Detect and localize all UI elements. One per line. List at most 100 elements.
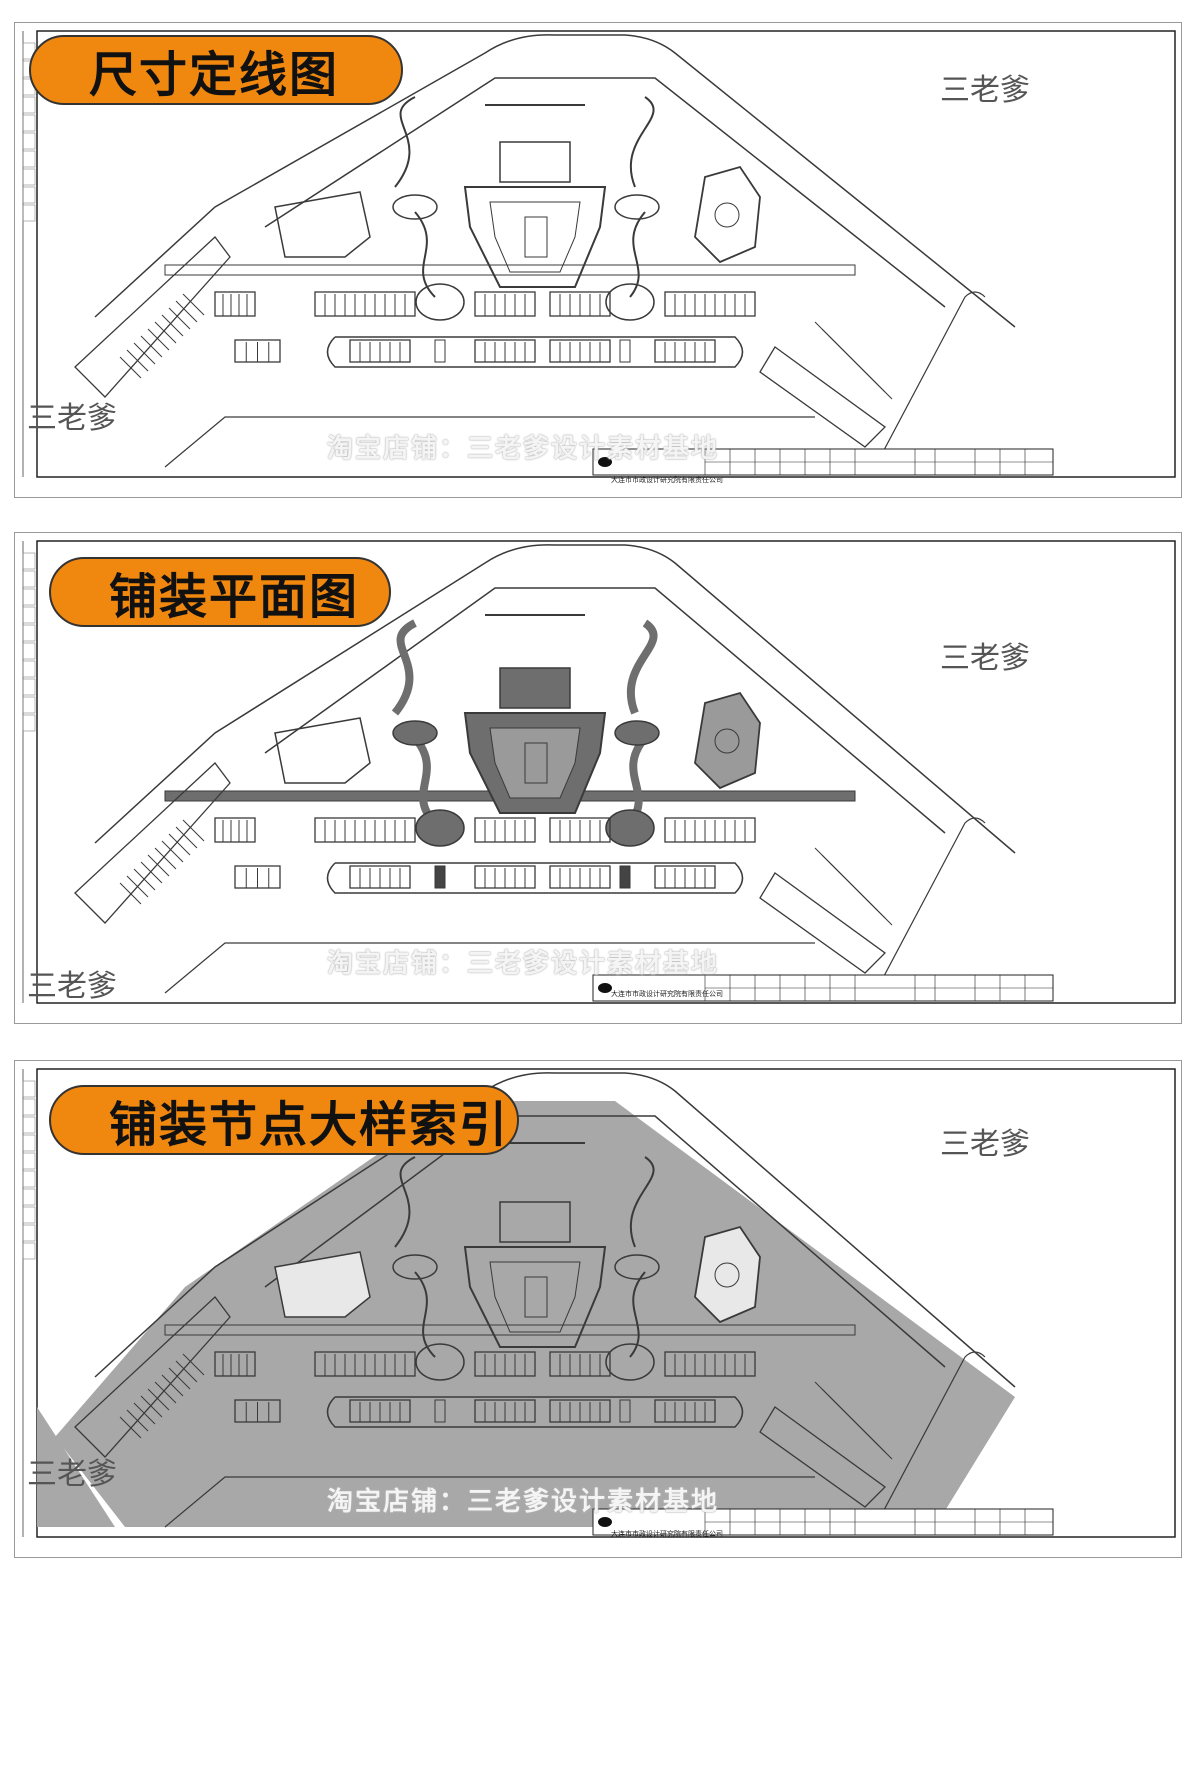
- margin-cell: [22, 1116, 36, 1134]
- diagonal-stall-right: [870, 377, 893, 400]
- drawing-sheet-1: 尺寸定线图 三老爹 三老爹 淘宝店铺：三老爹设计素材基地 大连市市政设计研究院有…: [14, 22, 1182, 498]
- margin-cell: [22, 204, 36, 222]
- diagonal-stall-right: [870, 903, 893, 926]
- margin-cell: [22, 606, 36, 624]
- central-stage: [524, 1276, 548, 1318]
- diagonal-stall-left: [147, 1388, 170, 1411]
- diagonal-stall-left: [168, 307, 191, 330]
- bottom-road-edge: [164, 942, 815, 994]
- shop-watermark: 淘宝店铺：三老爹设计素材基地: [327, 949, 720, 979]
- median-gap: [434, 339, 446, 363]
- margin-cell: [22, 1170, 36, 1188]
- margin-cell: [22, 1188, 36, 1206]
- parking-row: [664, 1351, 756, 1377]
- median-island: [326, 336, 744, 368]
- shop-watermark: 淘宝店铺：三老爹设计素材基地: [327, 434, 720, 464]
- central-plaza: [463, 186, 607, 288]
- left-path: [394, 1156, 436, 1358]
- author-watermark-bottom-left: 三老爹: [27, 1457, 117, 1492]
- diagonal-stall-left: [161, 1374, 184, 1397]
- diagonal-stall-left: [182, 293, 205, 316]
- title-block-logo: [598, 983, 612, 993]
- site-boundary-outer: [94, 34, 1016, 328]
- central-plaza-inner: [489, 201, 581, 273]
- octagon-center: [714, 1262, 740, 1288]
- right-node: [614, 720, 660, 746]
- median-gap: [619, 865, 631, 889]
- central-stage: [524, 742, 548, 784]
- shop-watermark: 淘宝店铺：三老爹设计素材基地: [327, 1487, 720, 1517]
- margin-cell: [22, 132, 36, 150]
- diagonal-stall-left: [147, 854, 170, 877]
- central-plaza-inner: [489, 727, 581, 799]
- margin-cell: [22, 588, 36, 606]
- margin-cell: [22, 570, 36, 588]
- title-block-logo: [598, 457, 612, 467]
- diagonal-stall-left: [175, 1360, 198, 1383]
- title-block-company: 大连市市政设计研究院有限责任公司: [611, 1530, 723, 1538]
- title-block-logo: [598, 1517, 612, 1527]
- margin-cell: [22, 1206, 36, 1224]
- author-watermark-top-right: 三老爹: [940, 73, 1030, 108]
- margin-cell: [22, 114, 36, 132]
- median-gap: [619, 339, 631, 363]
- margin-cell: [22, 1098, 36, 1116]
- drawing-sheet-2: 铺装平面图 三老爹 三老爹 淘宝店铺：三老爹设计素材基地 大连市市政设计研究院有…: [14, 532, 1182, 1024]
- panel-title-3: 铺装节点大样索引: [49, 1085, 519, 1155]
- margin-cell: [22, 186, 36, 204]
- promenade-band: [164, 1324, 856, 1336]
- right-parking-island: [759, 1406, 886, 1508]
- margin-cell: [22, 168, 36, 186]
- diagonal-stall-left: [154, 1381, 177, 1404]
- right-road-edge: [874, 1351, 986, 1528]
- left-parking-island: [74, 762, 231, 924]
- margin-cell: [22, 1080, 36, 1098]
- diagonal-stall-left: [154, 321, 177, 344]
- panel-title-2: 铺装平面图: [49, 557, 391, 627]
- title-block-company: 大连市市政设计研究院有限责任公司: [611, 476, 723, 484]
- margin-cell: [22, 1224, 36, 1242]
- diagonal-stall-left: [168, 1367, 191, 1390]
- parking-row: [664, 291, 756, 317]
- left-parking-island: [74, 236, 231, 398]
- left-node: [392, 720, 438, 746]
- diagonal-stall-left: [168, 833, 191, 856]
- paving-zone-fill: [55, 1101, 1015, 1527]
- right-node: [614, 194, 660, 220]
- margin-cell: [22, 642, 36, 660]
- diagonal-stall-left: [140, 861, 163, 884]
- site-plan-2: [22, 540, 1176, 1004]
- left-node: [392, 194, 438, 220]
- margin-cell: [22, 660, 36, 678]
- central-plaza-inner: [489, 1261, 581, 1333]
- margin-cell: [22, 696, 36, 714]
- drawing-frame: [36, 30, 1176, 478]
- author-watermark-top-right: 三老爹: [940, 641, 1030, 676]
- author-watermark-bottom-left: 三老爹: [27, 401, 117, 436]
- median-gap: [434, 1399, 446, 1423]
- right-node: [614, 1254, 660, 1280]
- diagonal-stall-left: [147, 328, 170, 351]
- margin-cell: [22, 1152, 36, 1170]
- left-pod: [415, 283, 465, 321]
- site-boundary-inner: [264, 77, 946, 308]
- right-path: [629, 1156, 655, 1358]
- north-steps: [499, 667, 571, 709]
- panel-title-1: 尺寸定线图: [29, 35, 403, 105]
- north-steps: [499, 1201, 571, 1243]
- promenade-band: [164, 264, 856, 276]
- left-parking-island: [74, 1296, 231, 1458]
- margin-cell: [22, 624, 36, 642]
- right-parking-island: [759, 346, 886, 448]
- north-steps: [499, 141, 571, 183]
- parking-row: [214, 817, 256, 843]
- drawing-frame: [36, 540, 1176, 1004]
- central-plaza: [463, 1246, 607, 1348]
- right-pod: [605, 283, 655, 321]
- diagonal-stall-left: [140, 1395, 163, 1418]
- diagonal-stall-right: [870, 1437, 893, 1460]
- right-path: [629, 96, 655, 298]
- margin-cell: [22, 678, 36, 696]
- left-path: [394, 96, 436, 298]
- octagon-feature: [694, 691, 761, 790]
